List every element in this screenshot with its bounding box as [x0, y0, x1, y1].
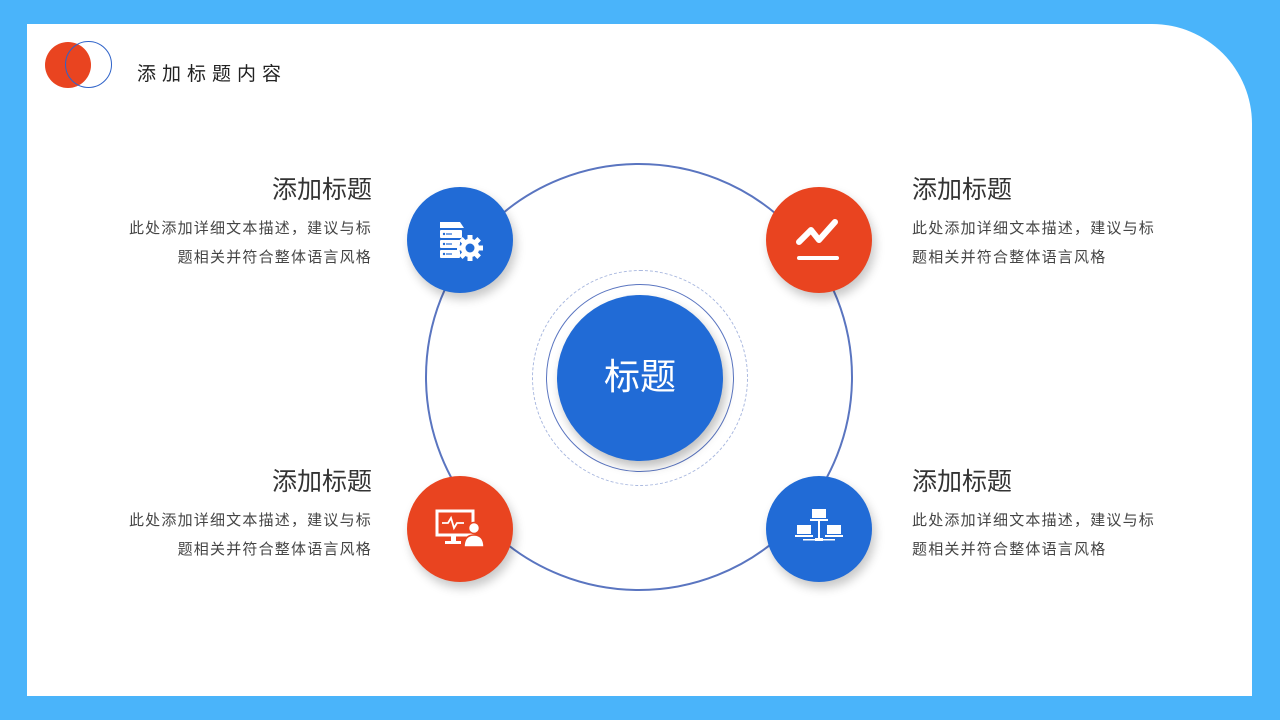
item-description: 此处添加详细文本描述，建议与标 题相关并符合整体语言风格 — [912, 506, 1174, 564]
monitor-support-icon — [435, 509, 485, 548]
desc-line-1: 此处添加详细文本描述，建议与标 — [128, 511, 372, 529]
item-description: 此处添加详细文本描述，建议与标 题相关并符合整体语言风格 — [912, 214, 1174, 272]
item-top-left: 添加标题 此处添加详细文本描述，建议与标 题相关并符合整体语言风格 — [110, 174, 372, 272]
trend-chart-icon — [796, 219, 839, 260]
center-label: 标题 — [603, 357, 676, 398]
inner-ring — [546, 284, 734, 472]
desc-line-2: 题相关并符合整体语言风格 — [177, 540, 372, 558]
outer-ring — [425, 163, 853, 591]
desc-line-1: 此处添加详细文本描述，建议与标 — [912, 219, 1156, 237]
node-bottom-right — [766, 476, 872, 582]
item-bottom-left: 添加标题 此处添加详细文本描述，建议与标 题相关并符合整体语言风格 — [110, 466, 372, 564]
logo-outline-circle — [65, 41, 112, 88]
node-top-left — [407, 187, 513, 293]
item-description: 此处添加详细文本描述，建议与标 题相关并符合整体语言风格 — [110, 506, 372, 564]
item-bottom-right: 添加标题 此处添加详细文本描述，建议与标 题相关并符合整体语言风格 — [912, 466, 1174, 564]
desc-line-2: 题相关并符合整体语言风格 — [177, 248, 372, 266]
center-circle: 标题 — [557, 295, 723, 461]
server-gear-icon — [440, 222, 483, 261]
dashed-ring — [532, 270, 748, 486]
network-computers-icon — [795, 509, 843, 541]
page-title: 添加标题内容 — [137, 63, 288, 85]
logo — [45, 41, 115, 89]
desc-line-1: 此处添加详细文本描述，建议与标 — [128, 219, 372, 237]
node-top-right — [766, 187, 872, 293]
item-title: 添加标题 — [912, 467, 1013, 496]
desc-line-2: 题相关并符合整体语言风格 — [912, 540, 1107, 558]
item-title: 添加标题 — [271, 467, 372, 496]
item-title: 添加标题 — [912, 175, 1013, 204]
node-bottom-left — [407, 476, 513, 582]
item-top-right: 添加标题 此处添加详细文本描述，建议与标 题相关并符合整体语言风格 — [912, 174, 1174, 272]
item-description: 此处添加详细文本描述，建议与标 题相关并符合整体语言风格 — [110, 214, 372, 272]
item-title: 添加标题 — [271, 175, 372, 204]
desc-line-1: 此处添加详细文本描述，建议与标 — [912, 511, 1156, 529]
desc-line-2: 题相关并符合整体语言风格 — [912, 248, 1107, 266]
